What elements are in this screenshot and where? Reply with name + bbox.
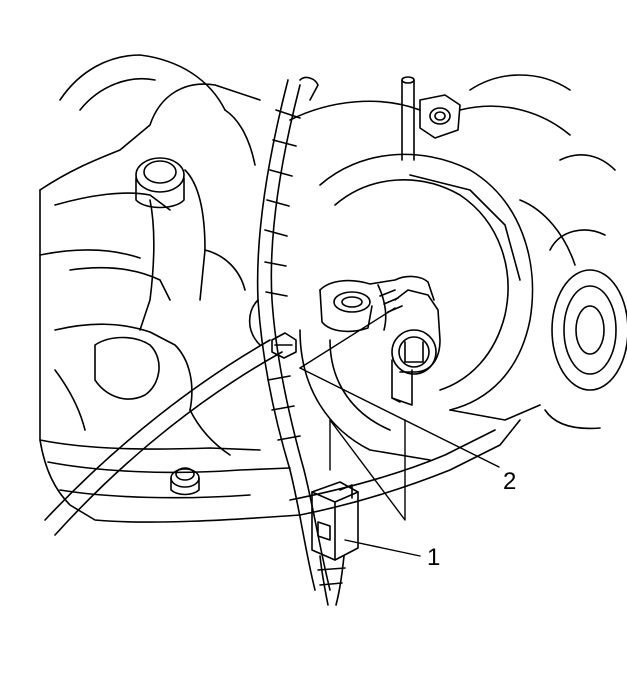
case-plug xyxy=(135,157,185,209)
wiring-harness xyxy=(44,76,331,591)
harness-clip xyxy=(271,332,297,359)
mounting-stud xyxy=(401,76,461,161)
sensor-connector xyxy=(311,481,359,606)
case-bolt xyxy=(170,467,200,496)
leader-2-to-callout xyxy=(299,367,500,468)
callout-2: 2 xyxy=(503,468,517,495)
leader-1-to-connector xyxy=(344,539,421,557)
speed-sensor xyxy=(319,275,441,406)
output-housing xyxy=(469,74,627,430)
transmission-case xyxy=(39,54,301,523)
callout-1: 1 xyxy=(427,544,441,571)
bell-housing xyxy=(289,100,576,461)
leader-2-to-sensor xyxy=(299,307,396,369)
leader-2-bracket xyxy=(329,419,406,521)
leader-lines xyxy=(299,307,500,557)
case-flange xyxy=(289,404,541,516)
